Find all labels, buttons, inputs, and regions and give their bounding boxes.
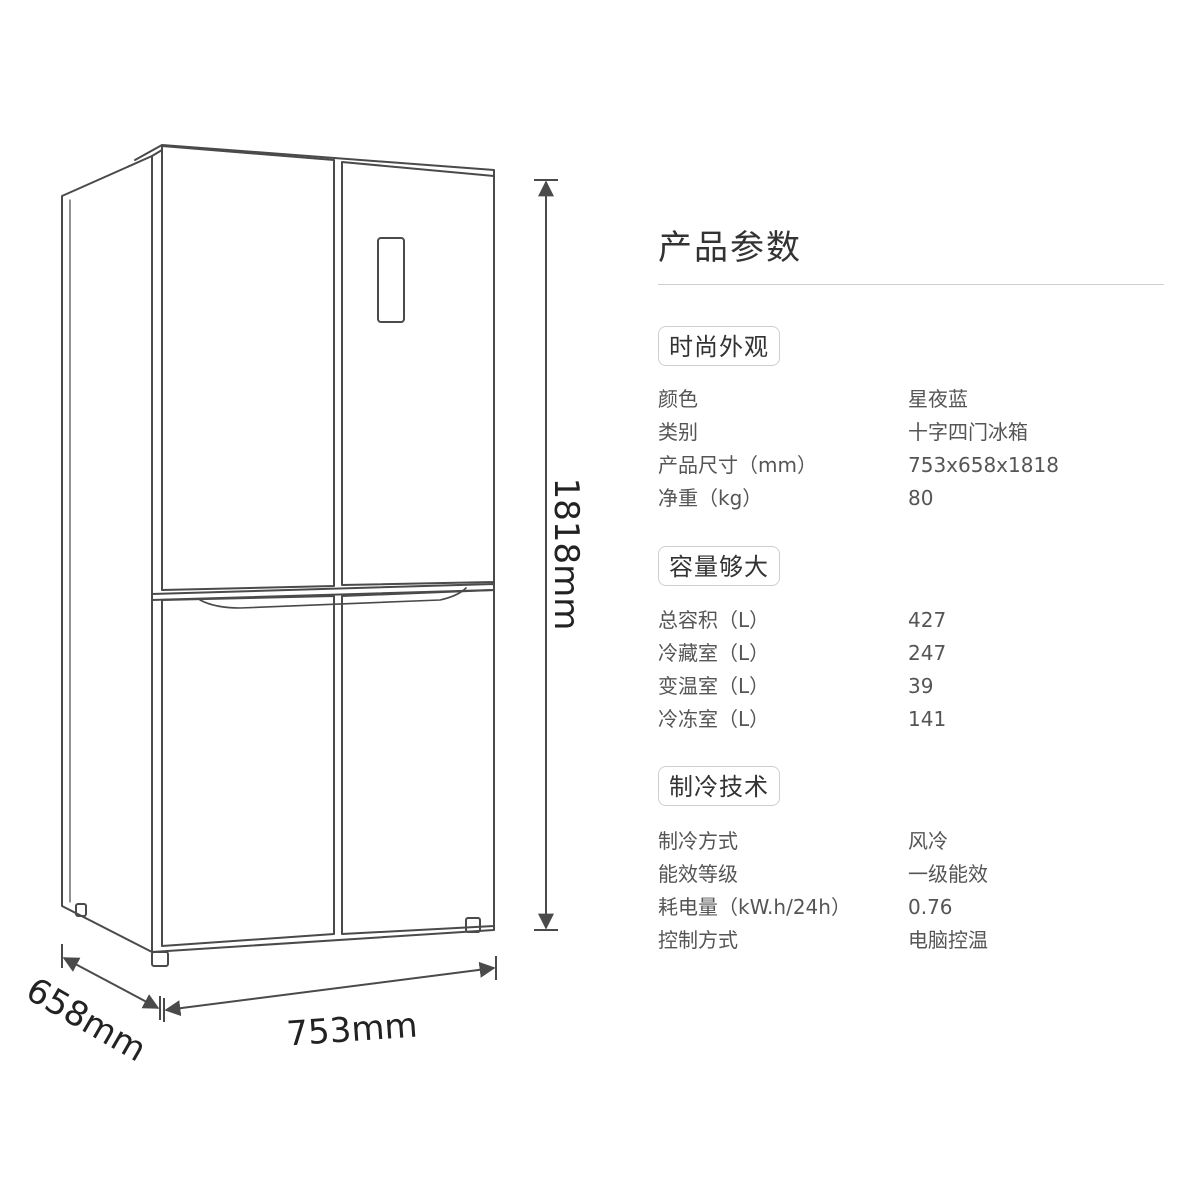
spec-value: 141 xyxy=(908,707,947,731)
spec-label: 总容积（L） xyxy=(658,608,770,632)
lower-left-door xyxy=(161,595,335,947)
fridge-side-panel xyxy=(61,155,153,953)
spec-label: 冷藏室（L） xyxy=(658,641,770,665)
spec-row: 变温室（L） 39 xyxy=(658,671,1178,701)
spec-value: 一级能效 xyxy=(908,862,988,886)
spec-row: 净重（kg） 80 xyxy=(658,483,1178,513)
spec-title: 产品参数 xyxy=(658,228,802,268)
depth-dimension-line xyxy=(62,957,160,1009)
height-label: 1818mm xyxy=(546,477,586,631)
foot-front-right xyxy=(465,917,481,933)
spec-label: 产品尺寸（mm） xyxy=(658,453,817,477)
title-divider xyxy=(658,284,1164,285)
spec-row: 控制方式 电脑控温 xyxy=(658,925,1178,955)
spec-value: 风冷 xyxy=(908,829,948,853)
spec-label: 类别 xyxy=(658,420,698,444)
width-label: 753mm xyxy=(285,1005,419,1055)
width-dimension-line xyxy=(164,961,496,1017)
section-badge-cooling: 制冷技术 xyxy=(658,766,780,806)
spec-row: 耗电量（kW.h/24h） 0.76 xyxy=(658,892,1178,922)
spec-label: 控制方式 xyxy=(658,928,738,952)
spec-row: 颜色 星夜蓝 xyxy=(658,384,1178,414)
spec-value: 星夜蓝 xyxy=(908,387,968,411)
spec-row: 类别 十字四门冰箱 xyxy=(658,417,1178,447)
spec-label: 变温室（L） xyxy=(658,674,770,698)
upper-left-door xyxy=(161,145,335,591)
section-badge-capacity: 容量够大 xyxy=(658,546,780,586)
spec-row: 能效等级 一级能效 xyxy=(658,859,1178,889)
spec-value: 十字四门冰箱 xyxy=(908,420,1028,444)
spec-value: 247 xyxy=(908,641,947,665)
spec-label: 能效等级 xyxy=(658,862,738,886)
spec-label: 净重（kg） xyxy=(658,486,763,510)
spec-row: 制冷方式 风冷 xyxy=(658,826,1178,856)
spec-value: 电脑控温 xyxy=(908,928,988,952)
spec-row: 冷冻室（L） 141 xyxy=(658,704,1178,734)
spec-label: 耗电量（kW.h/24h） xyxy=(658,895,851,919)
display-panel xyxy=(377,237,405,323)
spec-value: 39 xyxy=(908,674,934,698)
spec-row: 冷藏室（L） 247 xyxy=(658,638,1178,668)
spec-value: 80 xyxy=(908,486,934,510)
lower-right-door xyxy=(341,589,495,935)
fridge-top xyxy=(134,144,495,179)
spec-value: 427 xyxy=(908,608,947,632)
spec-label: 冷冻室（L） xyxy=(658,707,770,731)
spec-label: 制冷方式 xyxy=(658,829,738,853)
upper-right-door xyxy=(341,161,495,586)
spec-value: 753x658x1818 xyxy=(908,453,1059,477)
section-badge-appearance: 时尚外观 xyxy=(658,326,780,366)
spec-label: 颜色 xyxy=(658,387,698,411)
spec-row: 总容积（L） 427 xyxy=(658,605,1178,635)
fridge-front-frame xyxy=(151,155,495,953)
foot-front-left xyxy=(151,951,169,967)
spec-row: 产品尺寸（mm） 753x658x1818 xyxy=(658,450,1178,480)
spec-value: 0.76 xyxy=(908,895,953,919)
foot-back xyxy=(75,903,87,917)
